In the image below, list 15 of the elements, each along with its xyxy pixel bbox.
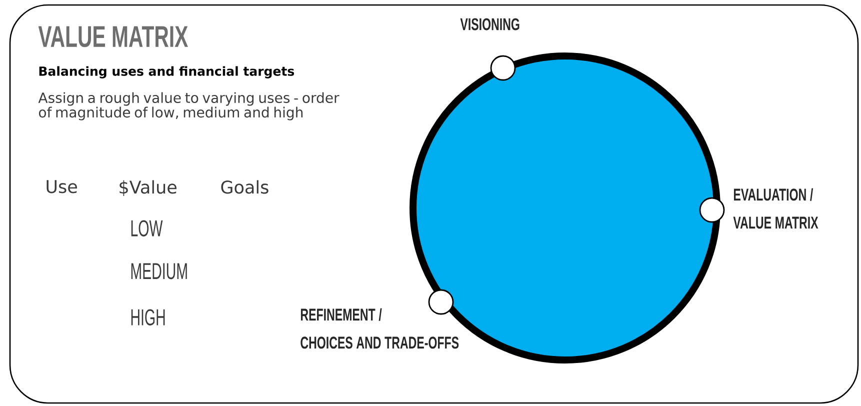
column-header: Use (46, 180, 77, 194)
description: Assign a rough value to varying uses - order of magnitude of low, medium and high (38, 92, 340, 120)
column-header: $Value (120, 180, 176, 196)
column-header: Goals (221, 180, 268, 194)
value-level: LOW (131, 220, 163, 236)
stage-marker (490, 55, 516, 81)
stage-label: REFINEMENT / CHOICES AND TRADE-OFFS (300, 308, 459, 349)
subheading: Balancing uses and financial targets (39, 66, 294, 78)
title: VALUE MATRIX (38, 26, 188, 48)
stage-label: EVALUATION / VALUE MATRIX (733, 188, 818, 229)
stage-label: VISIONING (460, 18, 520, 30)
value-level: HIGH (131, 309, 165, 326)
stage-marker (699, 197, 725, 223)
stage-marker (428, 289, 454, 315)
value-level: MEDIUM (131, 263, 187, 280)
